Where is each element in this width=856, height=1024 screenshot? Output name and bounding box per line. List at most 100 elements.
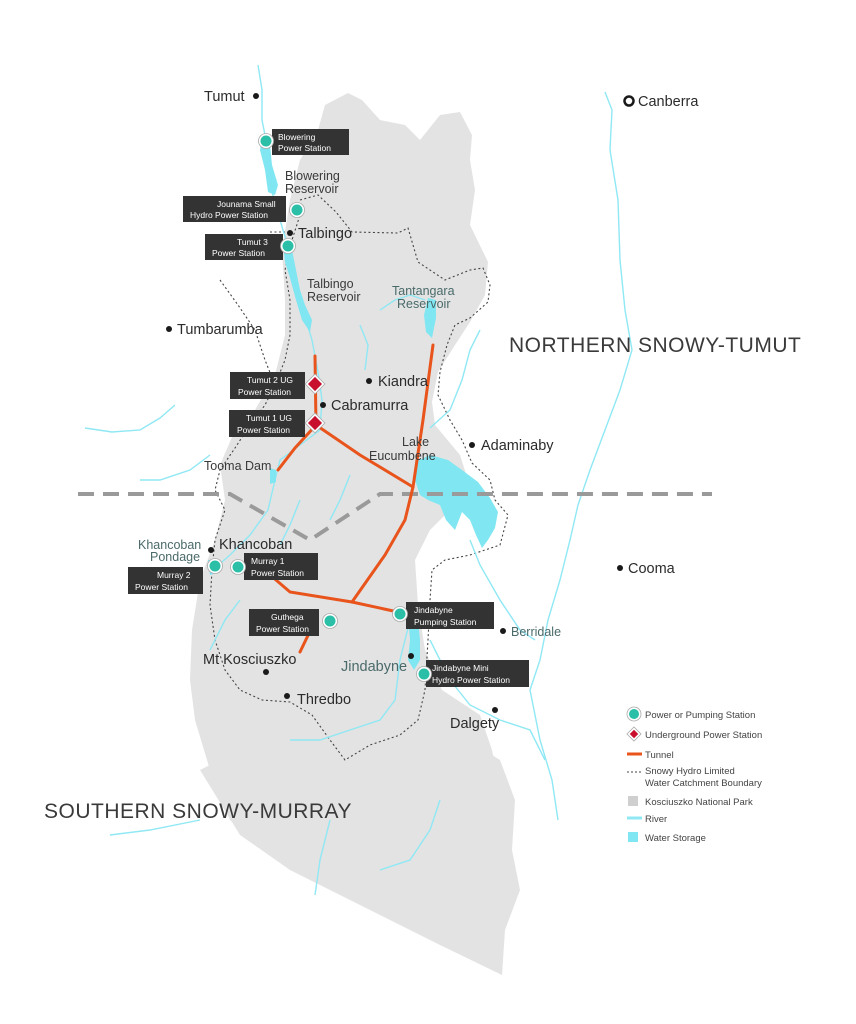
town-dot-talbingo bbox=[287, 230, 293, 236]
town-canberra: Canberra bbox=[638, 94, 699, 110]
label-tantangara-2: Reservoir bbox=[397, 297, 451, 311]
town-thredbo: Thredbo bbox=[297, 692, 351, 708]
station-tumut1-line2: Power Station bbox=[237, 425, 290, 435]
town-dot-jindabyne bbox=[408, 653, 414, 659]
station-tumut2-line2: Power Station bbox=[238, 387, 291, 397]
town-dot-tumbarumba bbox=[166, 326, 172, 332]
label-talbingo-1: Talbingo bbox=[307, 277, 354, 291]
station-marker-icon bbox=[392, 606, 408, 622]
label-khancoban-pondage-2: Pondage bbox=[150, 550, 200, 564]
station-marker-icon bbox=[258, 133, 274, 149]
station-blowering-line2: Power Station bbox=[278, 143, 331, 153]
town-berridale: Berridale bbox=[511, 625, 561, 639]
label-khancoban-pondage-1: Khancoban bbox=[138, 538, 201, 552]
town-talbingo: Talbingo bbox=[298, 226, 352, 242]
legend-park-icon bbox=[628, 796, 638, 806]
station-murray2-line1: Murray 2 bbox=[157, 570, 191, 580]
talbingo-reservoir bbox=[283, 245, 312, 332]
label-eucumbene-2: Eucumbene bbox=[369, 449, 436, 463]
legend-river: River bbox=[645, 814, 667, 825]
tooma-dam bbox=[270, 468, 276, 484]
station-tumut2-line1: Tumut 2 UG bbox=[247, 375, 293, 385]
station-blowering-line1: Blowering bbox=[278, 132, 316, 142]
station-markers bbox=[207, 133, 432, 682]
lake-eucumbene bbox=[415, 455, 498, 548]
town-dot-kiandra bbox=[366, 378, 372, 384]
water-storages bbox=[208, 138, 498, 670]
label-tooma-dam: Tooma Dam bbox=[204, 459, 271, 473]
station-jounama-line1: Jounama Small bbox=[217, 199, 276, 209]
town-dalgety: Dalgety bbox=[450, 716, 500, 732]
town-jindabyne: Jindabyne bbox=[341, 659, 407, 675]
label-blowering-power-station: Blowering Power Station bbox=[272, 129, 349, 155]
label-jindabyne-pumping-station: Jindabyne Pumping Station bbox=[406, 602, 494, 629]
town-dot-khancoban bbox=[208, 547, 214, 553]
station-jindabyne-pump-line1: Jindabyne bbox=[414, 605, 453, 615]
town-tumut: Tumut bbox=[204, 89, 245, 105]
station-marker-icon bbox=[289, 202, 305, 218]
town-khancoban: Khancoban bbox=[219, 537, 292, 553]
label-tantangara-1: Tantangara bbox=[392, 284, 455, 298]
station-labels: Blowering Power Station Jounama Small Hy… bbox=[128, 129, 529, 687]
label-blowering-2: Reservoir bbox=[285, 182, 339, 196]
label-murray1-power-station: Murray 1 Power Station bbox=[244, 553, 318, 580]
legend-park: Kosciuszko National Park bbox=[645, 797, 753, 808]
tantangara-reservoir bbox=[424, 298, 436, 338]
station-tumut3-line2: Power Station bbox=[212, 248, 265, 258]
station-jindabyne-pump-line2: Pumping Station bbox=[414, 617, 477, 627]
station-marker-icon bbox=[416, 666, 432, 682]
legend: Power or Pumping Station Underground Pow… bbox=[626, 706, 762, 844]
station-marker-icon bbox=[322, 613, 338, 629]
label-jindabyne-mini-power-station: Jindabyne Mini Hydro Power Station bbox=[426, 660, 529, 687]
underground-station-icon bbox=[304, 373, 326, 395]
station-guthega-line2: Power Station bbox=[256, 624, 309, 634]
station-murray1-line1: Murray 1 bbox=[251, 556, 285, 566]
blowering-reservoir bbox=[260, 138, 278, 195]
label-jounama-power-station: Jounama Small Hydro Power Station bbox=[183, 196, 286, 222]
legend-boundary-2: Water Catchment Boundary bbox=[645, 778, 762, 789]
label-tumut2-power-station: Tumut 2 UG Power Station bbox=[230, 372, 305, 399]
legend-storage: Water Storage bbox=[645, 833, 706, 844]
station-marker-icon bbox=[207, 558, 223, 574]
town-dot-adaminaby bbox=[469, 442, 475, 448]
station-jindabyne-mini-line1: Jindabyne Mini bbox=[432, 663, 489, 673]
capital-marker-icon bbox=[623, 95, 635, 107]
legend-underground: Underground Power Station bbox=[645, 730, 762, 741]
station-jounama-line2: Hydro Power Station bbox=[190, 210, 268, 220]
label-talbingo-2: Reservoir bbox=[307, 290, 361, 304]
town-tumbarumba: Tumbarumba bbox=[177, 322, 264, 338]
town-dot-thredbo bbox=[284, 693, 290, 699]
town-kiandra: Kiandra bbox=[378, 374, 429, 390]
national-park-south bbox=[200, 735, 520, 975]
town-dot-mt-kosciuszko bbox=[263, 669, 269, 675]
catchment-boundary bbox=[209, 194, 509, 761]
legend-boundary-1: Snowy Hydro Limited bbox=[645, 766, 735, 777]
station-tumut3-line1: Tumut 3 bbox=[237, 237, 268, 247]
label-tumut1-power-station: Tumut 1 UG Power Station bbox=[229, 410, 305, 437]
town-mt-kosciuszko: Mt Kosciuszko bbox=[203, 652, 296, 668]
legend-station-icon bbox=[626, 706, 642, 722]
town-dot-dalgety bbox=[492, 707, 498, 713]
region-southern: SOUTHERN SNOWY-MURRAY bbox=[44, 800, 352, 823]
label-blowering-1: Blowering bbox=[285, 169, 340, 183]
station-tumut1-line1: Tumut 1 UG bbox=[246, 413, 292, 423]
region-northern: NORTHERN SNOWY-TUMUT bbox=[509, 334, 801, 357]
town-adaminaby: Adaminaby bbox=[481, 438, 554, 454]
label-guthega-power-station: Guthega Power Station bbox=[249, 609, 319, 636]
legend-storage-icon bbox=[628, 832, 638, 842]
label-eucumbene-1: Lake bbox=[402, 435, 429, 449]
town-dot-berridale bbox=[500, 628, 506, 634]
town-dot-tumut bbox=[253, 93, 259, 99]
station-marker-icon bbox=[280, 238, 296, 254]
legend-underground-icon bbox=[626, 726, 642, 742]
town-cabramurra: Cabramurra bbox=[331, 398, 409, 414]
town-dot-cabramurra bbox=[320, 402, 326, 408]
region-divider bbox=[78, 492, 712, 543]
underground-station-icon bbox=[304, 412, 326, 434]
station-murray1-line2: Power Station bbox=[251, 568, 304, 578]
label-tumut3-power-station: Tumut 3 Power Station bbox=[205, 234, 283, 260]
station-guthega-line1: Guthega bbox=[271, 612, 304, 622]
station-jindabyne-mini-line2: Hydro Power Station bbox=[432, 675, 510, 685]
station-marker-icon bbox=[230, 559, 246, 575]
